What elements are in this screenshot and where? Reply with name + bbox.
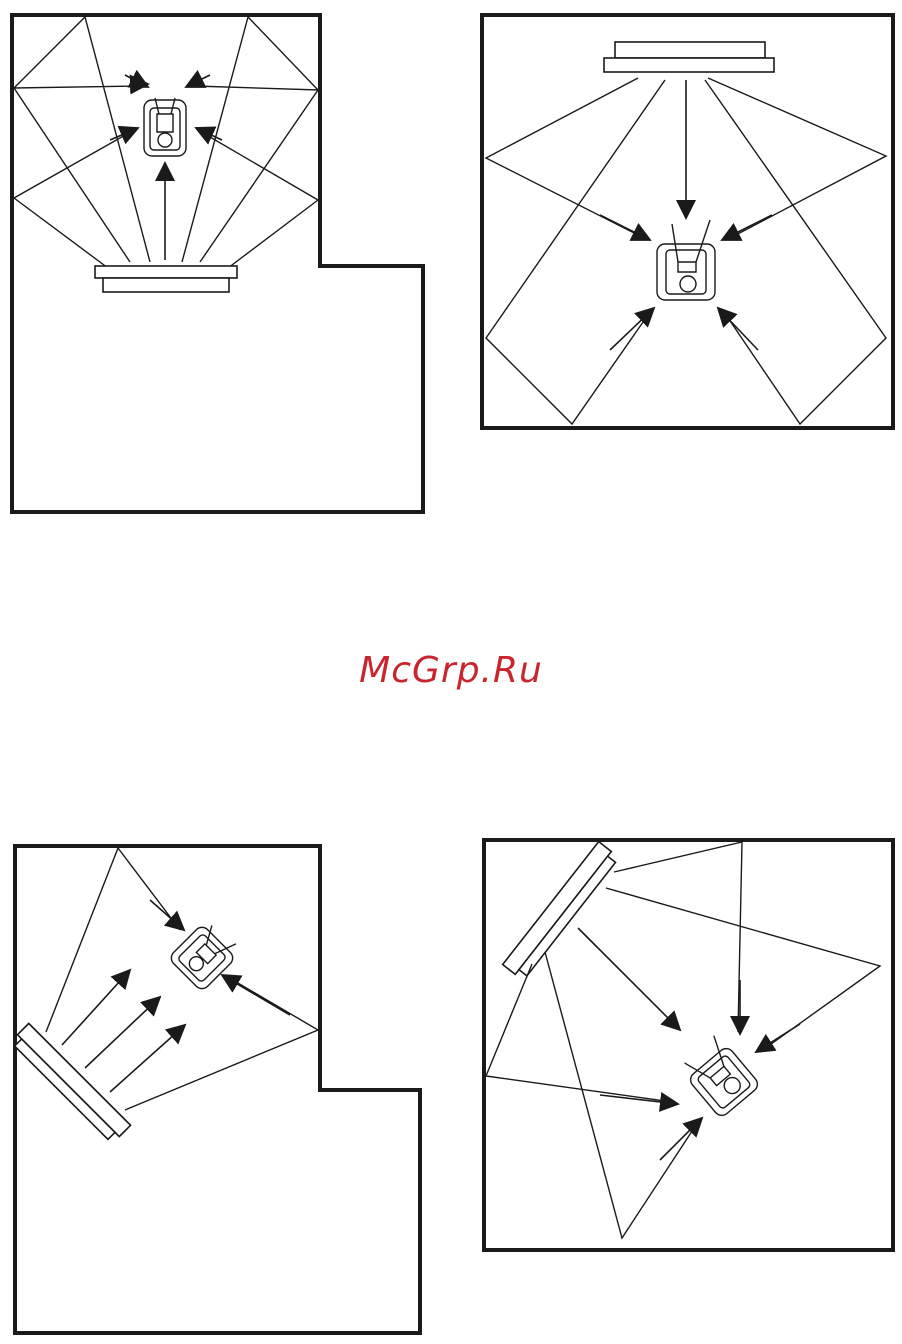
panel-l-shaped-room-center-speaker (12, 15, 423, 512)
watermark-text: McGrp.Ru (0, 650, 902, 691)
reflection-rays (486, 842, 880, 1238)
room-wall (484, 840, 893, 1250)
room-wall (12, 15, 423, 512)
speaker-icon (604, 42, 774, 72)
sound-arrows (578, 928, 800, 1160)
room-wall (482, 15, 893, 428)
listener-icon (144, 98, 186, 156)
reflection-rays (46, 848, 318, 1110)
speaker-icon (95, 266, 237, 292)
panel-square-room-angled-speaker (484, 840, 893, 1250)
sound-arrows (62, 900, 290, 1092)
listener-icon (657, 220, 715, 300)
sound-arrows (600, 80, 772, 350)
speaker-icon (503, 842, 620, 981)
sound-arrows (14, 75, 222, 260)
listener-icon (677, 1033, 761, 1119)
panel-square-room-top-speaker (482, 15, 893, 428)
panel-l-shaped-room-corner-speaker (10, 846, 420, 1333)
